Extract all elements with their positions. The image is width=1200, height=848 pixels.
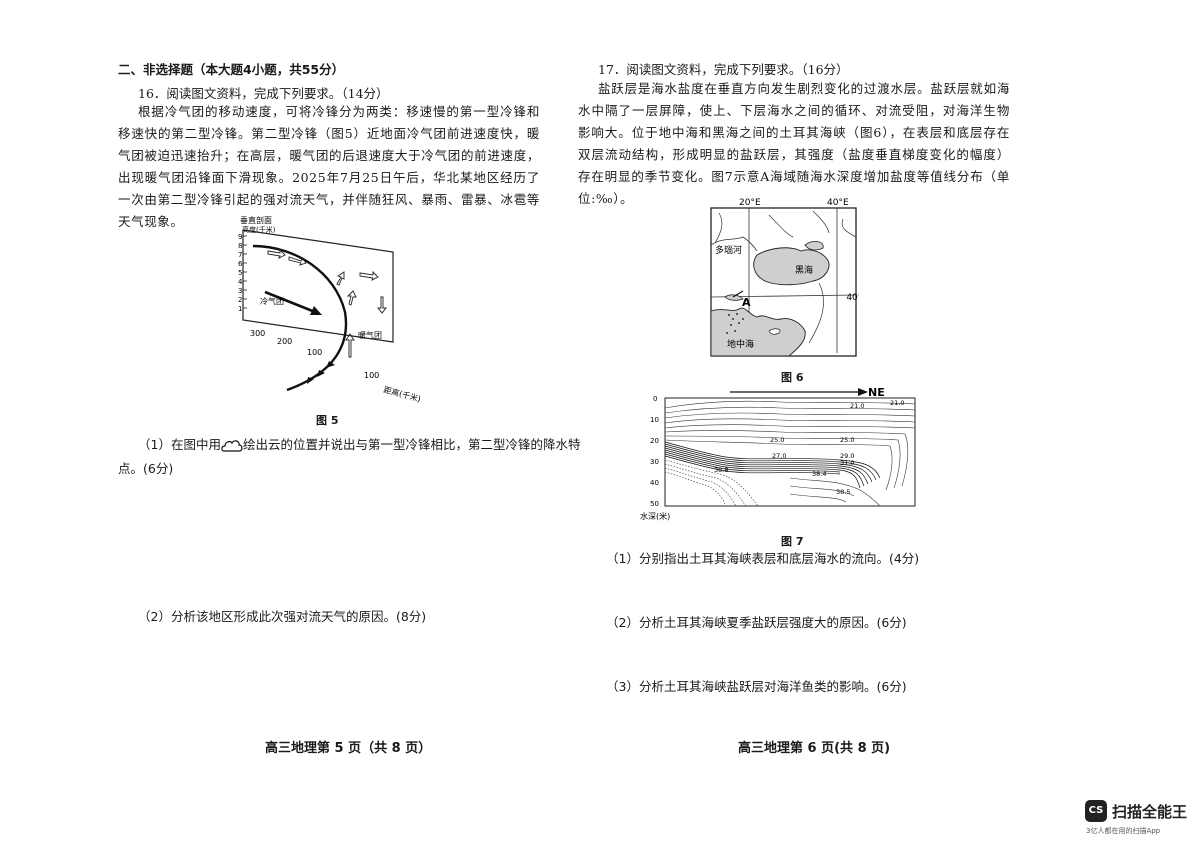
contour-label: 38.8 xyxy=(714,466,728,474)
cloud-icon xyxy=(221,440,243,452)
depth-tick: 0 xyxy=(653,395,657,403)
y-tick: 6 xyxy=(238,260,243,268)
y-tick: 4 xyxy=(238,278,243,286)
q17-2: （2）分析土耳其海峡夏季盐跃层强度大的原因。(6分) xyxy=(606,615,907,630)
y-tick: 1 xyxy=(238,305,242,313)
depth-tick: 50 xyxy=(650,500,659,508)
black-sea-label: 黑海 xyxy=(795,264,813,276)
q16-1-text-b: 绘出云的位置并说出与第一型冷锋相比，第二型冷锋的降水特 xyxy=(242,437,581,452)
figure-6-caption: 图 6 xyxy=(781,371,804,384)
lon-label-40e: 40°E xyxy=(827,198,849,208)
depth-axis-label: 水深(米) xyxy=(640,511,670,521)
fig5-ylabel: 高度(千米) xyxy=(242,225,276,234)
fig5-xlabel: 距离(千米) xyxy=(382,384,422,404)
contour-label: 31.0 xyxy=(840,459,854,467)
warm-air-label: 暖气团 xyxy=(358,330,382,340)
q17-heading: 17．阅读图文资料，完成下列要求。（16分） xyxy=(598,62,849,77)
med-sea-label: 地中海 xyxy=(727,338,754,350)
contour-label: 21.0 xyxy=(850,402,864,410)
contour-label: 38.4 xyxy=(812,470,826,478)
direction-label: NE xyxy=(868,386,885,399)
q16-2: （2）分析该地区形成此次强对流天气的原因。(8分) xyxy=(138,609,427,624)
q17-1: （1）分别指出土耳其海峡表层和底层海水的流向。(4分) xyxy=(606,551,920,566)
q16-1-line2: 点。(6分) xyxy=(118,461,174,476)
camscanner-brand: 扫描全能王 xyxy=(1112,803,1188,821)
x-tick: 300 xyxy=(250,329,265,338)
depth-tick: 30 xyxy=(650,458,659,466)
y-tick: 3 xyxy=(238,287,242,295)
right-page-footer: 高三地理第 6 页(共 8 页) xyxy=(738,741,891,756)
fig5-title: 垂直剖面 xyxy=(240,215,272,225)
x-tick: 100 xyxy=(364,371,379,380)
y-tick: 2 xyxy=(238,296,242,304)
section-title: 二、非选择题（本大题4小题，共55分） xyxy=(118,62,345,77)
point-a-label: A xyxy=(742,296,751,309)
depth-tick: 40 xyxy=(650,479,659,487)
contour-label: 38.5 xyxy=(836,488,850,496)
q16-1: （1）在图中用 绘出云的位置并说出与第一型冷锋相比，第二型冷锋的降水特 xyxy=(138,434,580,453)
figure-6-map: 20°E 40°E 40°N 黑海 地中海 多瑙河 A xyxy=(710,198,859,357)
q16-1-text-a: （1）在图中用 xyxy=(138,437,221,452)
depth-tick: 10 xyxy=(650,416,659,424)
contour-label: 21.0 xyxy=(890,399,904,407)
q16-paragraph: 根据冷气团的移动速度，可将冷锋分为两类：移速慢的第一型冷锋和移速快的第二型冷锋。… xyxy=(118,104,540,229)
y-tick: 5 xyxy=(238,269,242,277)
figure-7-caption: 图 7 xyxy=(781,535,804,548)
y-tick: 7 xyxy=(238,251,242,259)
danube-label: 多瑙河 xyxy=(715,244,742,256)
figure-5-caption: 图 5 xyxy=(316,414,339,427)
q17-3: （3）分析土耳其海峡盐跃层对海洋鱼类的影响。(6分) xyxy=(606,679,907,694)
lat-label-40n: 40°N xyxy=(846,293,859,303)
left-page-footer: 高三地理第 5 页（共 8 页） xyxy=(265,741,432,756)
y-tick: 8 xyxy=(238,242,242,250)
figure-7-salinity-section: NE 0 10 20 30 40 50 水深(米) xyxy=(640,386,916,521)
cold-air-label: 冷气团 xyxy=(260,296,284,306)
x-tick: 100 xyxy=(307,348,322,357)
contour-label: 25.0 xyxy=(840,436,854,444)
lon-label-20e: 20°E xyxy=(739,198,761,208)
contour-label: 27.0 xyxy=(772,452,786,460)
figure-5-cold-front-diagram: 9 8 7 6 5 4 3 2 1 垂直剖面 高度(千米) 冷气团 暖气团 30… xyxy=(238,215,422,404)
contour-label: 29.0 xyxy=(840,452,854,460)
x-tick: 200 xyxy=(277,337,292,346)
depth-tick: 20 xyxy=(650,437,659,445)
q16-heading: 16．阅读图文资料，完成下列要求。（14分） xyxy=(138,86,389,101)
camscanner-logo-icon: CS xyxy=(1085,800,1107,822)
q17-paragraph: 盐跃层是海水盐度在垂直方向发生剧烈变化的过渡水层。盐跃层就如海水中隔了一层屏障，… xyxy=(578,81,1010,206)
contour-label: 25.0 xyxy=(770,436,784,444)
camscanner-subtitle: 3亿人都在用的扫描App xyxy=(1086,827,1161,835)
y-tick: 9 xyxy=(238,233,242,241)
